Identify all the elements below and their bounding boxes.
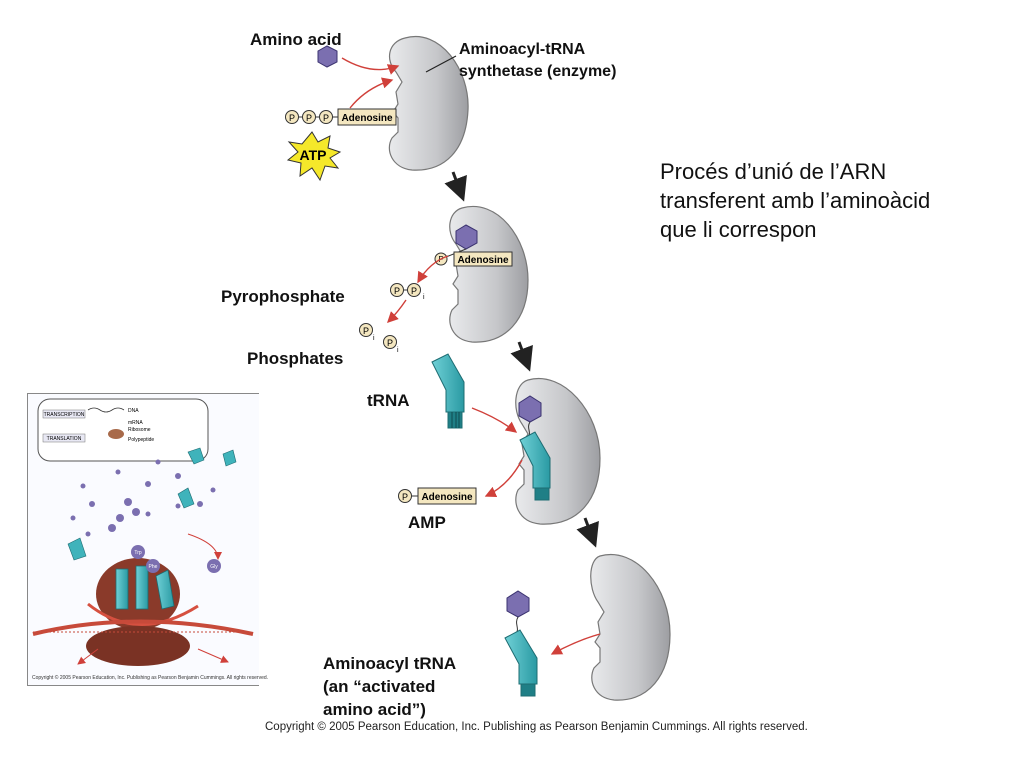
svg-text:Ribosome: Ribosome xyxy=(128,427,151,433)
svg-text:P: P xyxy=(323,113,329,123)
amino-acid-arrow xyxy=(341,57,400,75)
svg-text:P: P xyxy=(394,286,400,296)
atp-label: ATP xyxy=(300,147,327,163)
synthetase-enzyme-1 xyxy=(388,35,469,171)
step-arrow-1 xyxy=(444,171,467,202)
copyright-text: Copyright © 2005 Pearson Education, Inc.… xyxy=(265,721,808,733)
svg-text:P: P xyxy=(363,326,369,336)
svg-text:mRNA: mRNA xyxy=(128,420,143,426)
svg-text:Adenosine: Adenosine xyxy=(457,255,509,266)
trna-binding-arrow xyxy=(471,407,518,433)
amp-molecule: P Adenosine xyxy=(398,487,477,505)
synthetase-enzyme-3 xyxy=(515,377,601,525)
amp-release-arrow xyxy=(484,459,523,498)
pyrophosphate-molecule: P P i xyxy=(390,283,425,301)
synthetase-label-line1: Aminoacyl-tRNA xyxy=(459,41,586,58)
svg-text:P: P xyxy=(402,492,408,502)
svg-text:DNA: DNA xyxy=(128,408,139,414)
phosphates-label: Phosphates xyxy=(247,349,344,368)
inset-diagram: TRANSCRIPTION TRANSLATION DNA mRNA Ribos… xyxy=(32,398,254,666)
amp-label: AMP xyxy=(408,513,446,532)
svg-text:Trp: Trp xyxy=(134,550,142,556)
atp-starburst: ATP xyxy=(286,131,342,182)
aminoacyl-trna-label-line2: (an “activated xyxy=(323,677,436,696)
step-arrow-3 xyxy=(576,517,599,548)
svg-text:P: P xyxy=(411,286,417,296)
atp-arrow xyxy=(349,77,394,109)
synthetase-label-line2: synthetase (enzyme) xyxy=(459,63,617,80)
inset-transcription-label: TRANSCRIPTION xyxy=(44,412,85,418)
hydrolysis-arrow xyxy=(387,299,407,323)
synthetase-enzyme-2: P Adenosine xyxy=(434,205,529,343)
svg-text:i: i xyxy=(423,294,425,301)
inset-copyright-text: Copyright © 2005 Pearson Education, Inc.… xyxy=(32,675,269,681)
trna-molecule-free xyxy=(431,353,465,429)
synthetase-enzyme-4 xyxy=(590,553,671,701)
svg-text:P: P xyxy=(289,113,295,123)
caption-text: Procés d’unió de l’ARN transferent amb l… xyxy=(660,159,931,242)
adenosine-label: Adenosine xyxy=(341,113,393,124)
synthetase-pointer-line xyxy=(425,55,457,73)
atp-phosphate-chain: P P P Adenosine xyxy=(285,108,397,126)
amino-acid-hexagon xyxy=(317,45,338,68)
amino-acid-label: Amino acid xyxy=(250,30,342,49)
svg-text:P: P xyxy=(387,338,393,348)
svg-text:Gly: Gly xyxy=(210,564,218,570)
aminoacyl-trna-molecule xyxy=(504,590,538,697)
step-arrow-2 xyxy=(510,341,533,372)
trna-label: tRNA xyxy=(367,391,410,410)
inset-translation-label: TRANSLATION xyxy=(47,436,82,442)
svg-text:Phe: Phe xyxy=(149,564,158,570)
aminoacyl-trna-label-line1: Aminoacyl tRNA xyxy=(323,654,457,673)
svg-text:P: P xyxy=(306,113,312,123)
translation-overview-inset: TRANSCRIPTION TRANSLATION DNA mRNA Ribos… xyxy=(27,393,259,686)
svg-text:Adenosine: Adenosine xyxy=(421,492,473,503)
pyrophosphate-release-arrow xyxy=(417,255,449,284)
phosphate-molecules: P i P i xyxy=(359,323,399,354)
aminoacyl-trna-release-arrow xyxy=(550,633,601,655)
svg-text:Polypeptide: Polypeptide xyxy=(128,437,154,443)
aminoacyl-trna-label-line3: amino acid”) xyxy=(323,700,426,719)
svg-text:i: i xyxy=(397,347,399,354)
pyrophosphate-label: Pyrophosphate xyxy=(221,287,345,306)
svg-text:i: i xyxy=(373,335,375,342)
